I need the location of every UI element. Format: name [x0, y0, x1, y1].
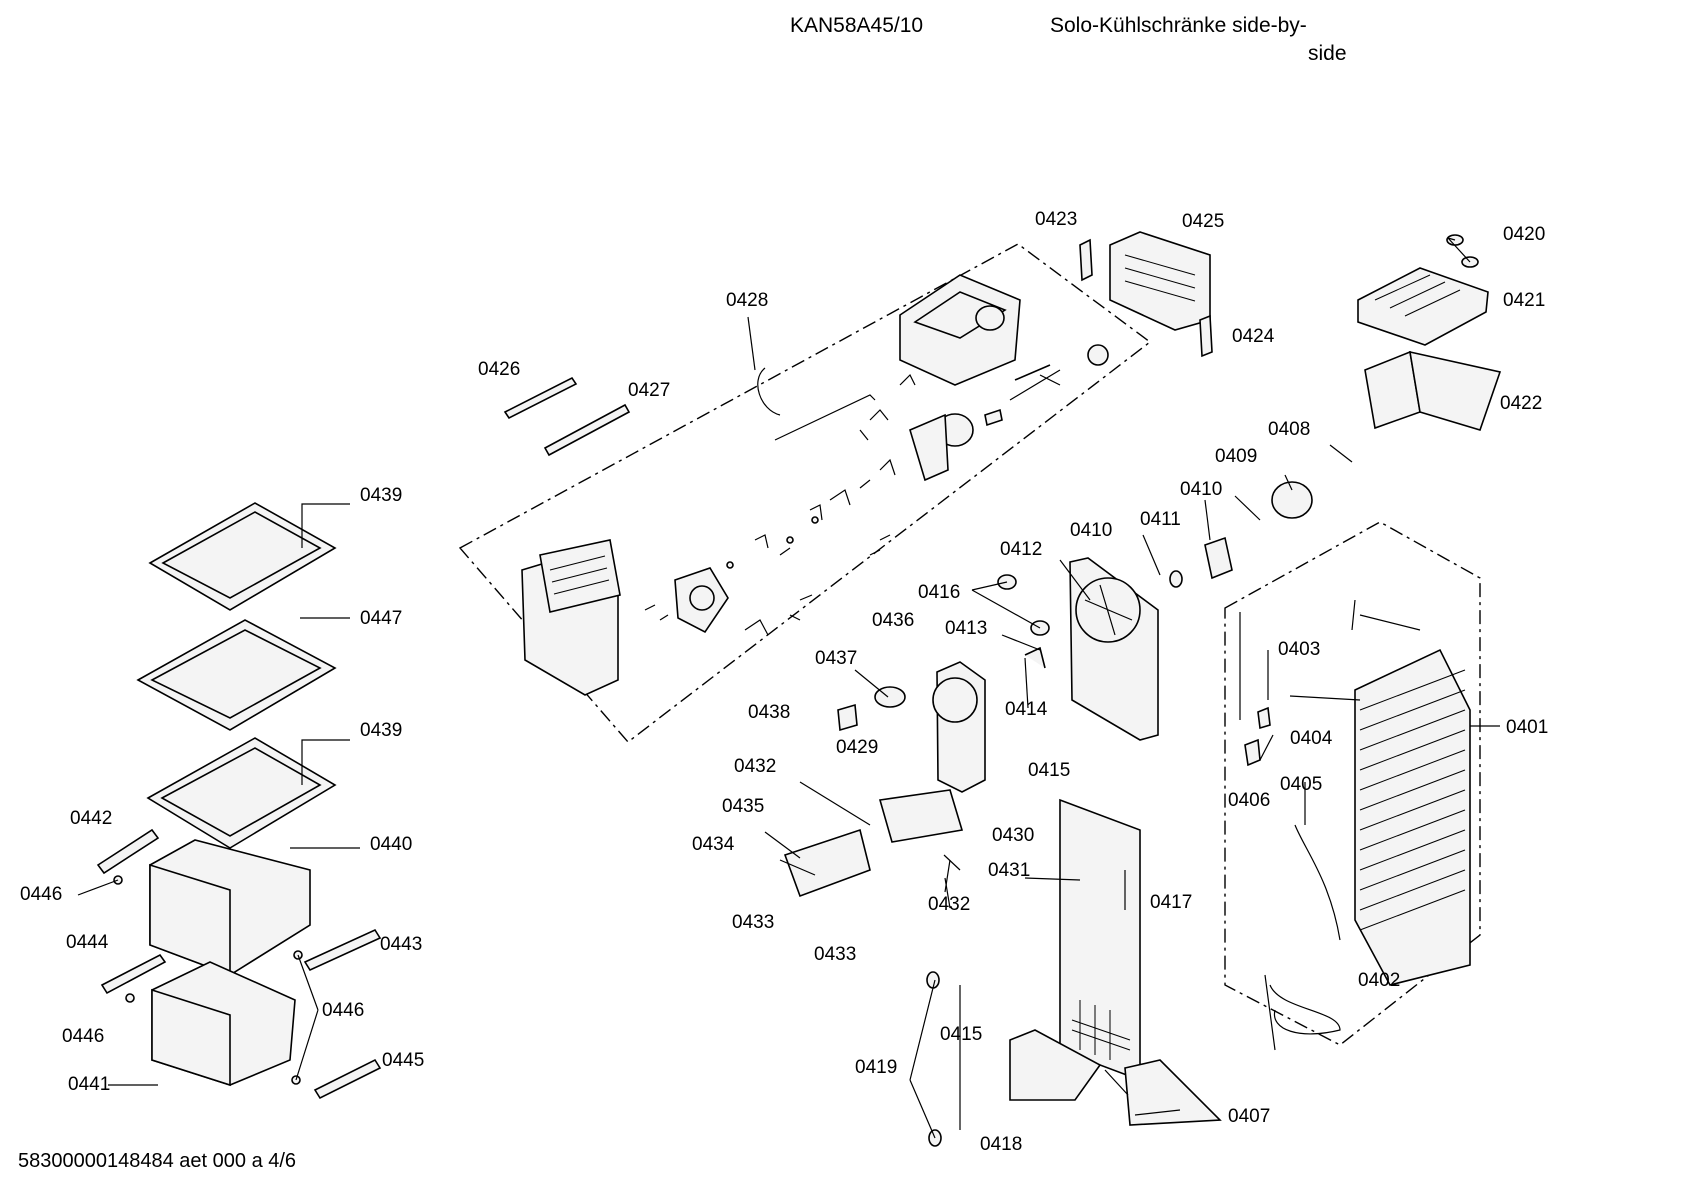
label-0427: 0427 [628, 380, 670, 401]
label-0420: 0420 [1503, 224, 1545, 245]
label-0428: 0428 [726, 290, 768, 311]
label-0446-a: 0446 [20, 884, 62, 905]
label-0414: 0414 [1005, 699, 1048, 720]
label-0407: 0407 [1228, 1106, 1270, 1127]
label-0435: 0435 [722, 796, 764, 817]
label-0442: 0442 [70, 808, 112, 829]
ice-maker [1357, 234, 1502, 431]
label-0419: 0419 [855, 1057, 897, 1078]
label-0437: 0437 [815, 648, 857, 669]
label-0425: 0425 [1182, 211, 1224, 232]
label-0445: 0445 [382, 1050, 424, 1071]
control-box [1079, 231, 1213, 358]
label-0417: 0417 [1150, 892, 1192, 913]
label-0444: 0444 [66, 932, 109, 953]
label-0415-a: 0415 [1028, 760, 1070, 781]
model-number: KAN58A45/10 [790, 14, 924, 37]
label-0410-a: 0410 [1180, 479, 1222, 500]
label-0410-b: 0410 [1070, 520, 1112, 541]
label-0418: 0418 [980, 1134, 1022, 1155]
label-0415-b: 0415 [940, 1024, 982, 1045]
label-0406: 0406 [1228, 790, 1270, 811]
ice-dispenser-assembly [458, 243, 1152, 743]
description-line-1: Solo-Kühlschränke side-by- [1050, 14, 1307, 37]
label-0422: 0422 [1500, 393, 1542, 414]
label-0424: 0424 [1232, 326, 1275, 347]
label-0431: 0431 [988, 860, 1030, 881]
label-0404: 0404 [1290, 728, 1333, 749]
label-0446-c: 0446 [322, 1000, 364, 1021]
label-0408: 0408 [1268, 419, 1310, 440]
label-0426: 0426 [478, 359, 520, 380]
shelf-strips [503, 376, 631, 457]
label-0443: 0443 [380, 934, 422, 955]
label-0430: 0430 [992, 825, 1034, 846]
label-0447: 0447 [360, 608, 402, 629]
label-0432-b: 0432 [928, 894, 970, 915]
label-0440: 0440 [370, 834, 412, 855]
label-0413: 0413 [945, 618, 987, 639]
document-code: 58300000148484 aet 000 a 4/6 [18, 1150, 297, 1172]
label-0434: 0434 [692, 834, 735, 855]
label-0423: 0423 [1035, 209, 1077, 230]
label-0405: 0405 [1280, 774, 1322, 795]
label-0446-b: 0446 [62, 1026, 104, 1047]
label-0409: 0409 [1215, 446, 1257, 467]
label-0401: 0401 [1506, 717, 1548, 738]
label-0439-b: 0439 [360, 720, 402, 741]
part-labels: 0401 0402 0403 0404 0405 0406 0407 0408 … [20, 209, 1548, 1155]
label-0411: 0411 [1140, 509, 1181, 530]
label-0416: 0416 [918, 582, 960, 603]
label-0432-a: 0432 [734, 756, 776, 777]
label-0433-a: 0433 [732, 912, 774, 933]
back-panel [926, 798, 1222, 1147]
label-0403: 0403 [1278, 639, 1320, 660]
label-0438: 0438 [748, 702, 790, 723]
label-0429: 0429 [836, 737, 878, 758]
fan-assembly [783, 481, 1313, 898]
condenser [1224, 521, 1481, 1051]
label-0402: 0402 [1358, 970, 1400, 991]
description-line-2: side [1308, 42, 1347, 65]
label-0441: 0441 [68, 1074, 110, 1095]
label-0433-b: 0433 [814, 944, 856, 965]
label-0421: 0421 [1503, 290, 1545, 311]
label-0436: 0436 [872, 610, 914, 631]
label-0439-a: 0439 [360, 485, 402, 506]
shelves-and-drawers [96, 502, 382, 1100]
label-0412: 0412 [1000, 539, 1042, 560]
leader-lines [77, 237, 1500, 1139]
